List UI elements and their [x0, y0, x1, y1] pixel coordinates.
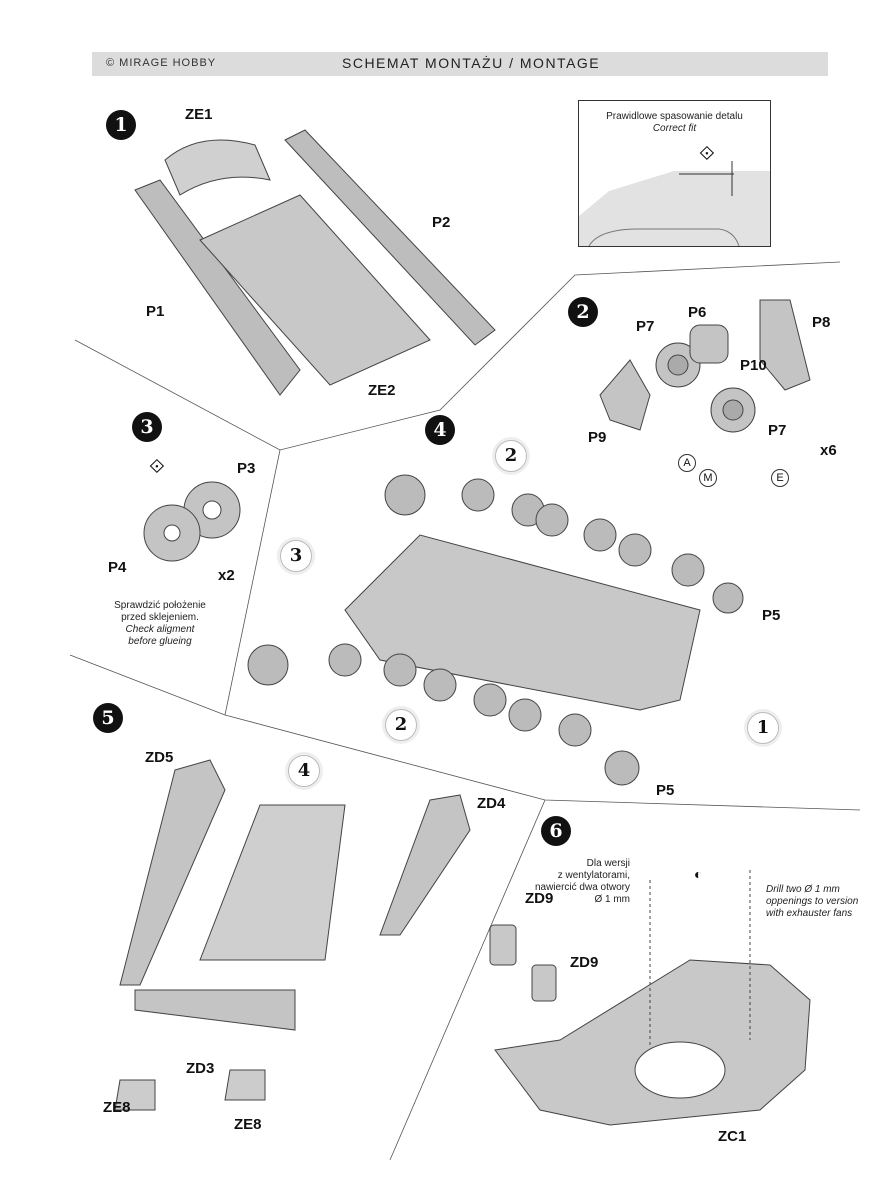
- part-label: P7: [768, 422, 787, 439]
- part-label: ZD5: [145, 749, 174, 766]
- fit-detail-drawing: [579, 161, 770, 246]
- warning-icon: ⟐: [149, 456, 165, 478]
- part-label: P8: [812, 314, 831, 331]
- note-pl: Ø 1 mm: [594, 894, 630, 905]
- fit-title-pl: Prawidlowe spasowanie detalu: [606, 111, 743, 122]
- callout-step4: 4: [288, 755, 320, 787]
- note-pl: Sprawdzić położenie: [114, 600, 206, 611]
- step6-note-en: Drill two Ø 1 mm oppenings to version wi…: [766, 884, 866, 920]
- callout-step2: 2: [385, 709, 417, 741]
- warning-icon: ⟐: [699, 143, 715, 165]
- fit-title-en: Correct fit: [652, 123, 697, 134]
- step-1-badge: 1: [106, 110, 136, 140]
- part-label: P2: [432, 214, 451, 231]
- step-3-badge: 3: [132, 412, 162, 442]
- step3-parts: [143, 481, 241, 562]
- page-header: © MIRAGE HOBBY SCHEMAT MONTAŻU / MONTAGE: [92, 52, 828, 76]
- part-label: P1: [146, 303, 165, 320]
- step2-parts: [599, 299, 811, 433]
- note-en: Drill two Ø 1 mm: [766, 884, 840, 895]
- part-label: ZD3: [186, 1060, 215, 1077]
- marker-a: A: [678, 454, 696, 472]
- step6-parts: [489, 870, 811, 1126]
- marker-e: E: [771, 469, 789, 487]
- note-pl: z wentylatorami,: [557, 870, 630, 881]
- step-6-badge: 6: [541, 816, 571, 846]
- part-label: P3: [237, 460, 256, 477]
- note-en: with exhauster fans: [766, 908, 853, 919]
- note-en: before glueing: [128, 636, 192, 647]
- marker-m: M: [699, 469, 717, 487]
- part-label: ZE8: [234, 1116, 262, 1133]
- step1-parts: [134, 129, 496, 396]
- part-label: P6: [688, 304, 707, 321]
- note-pl: nawiercić dwa otwory: [534, 882, 630, 893]
- part-label: ZE1: [185, 106, 213, 123]
- drill-icon: ◐: [694, 866, 703, 882]
- part-label: P5: [656, 782, 675, 799]
- part-label: P10: [740, 357, 767, 374]
- note-pl: Dla wersji: [586, 858, 630, 869]
- note-en: oppenings to version: [766, 896, 859, 907]
- callout-step3: 3: [280, 540, 312, 572]
- part-label: P9: [588, 429, 607, 446]
- step-4-badge: 4: [425, 415, 455, 445]
- step-2-badge: 2: [568, 297, 598, 327]
- correct-fit-box: Prawidlowe spasowanie detalu Correct fit…: [578, 100, 771, 247]
- step4-parts: [247, 474, 744, 786]
- part-label: P7: [636, 318, 655, 335]
- part-label: ZE8: [103, 1099, 131, 1116]
- step6-note-pl: Dla wersji z wentylatorami, nawiercić dw…: [520, 858, 630, 906]
- step3-note: Sprawdzić położenie przed sklejeniem. Ch…: [95, 600, 225, 648]
- quantity-label: x6: [820, 442, 837, 459]
- part-label: ZD4: [477, 795, 506, 812]
- part-label: ZD9: [525, 890, 554, 907]
- callout-step1: 1: [747, 712, 779, 744]
- brand: © MIRAGE HOBBY: [106, 57, 217, 69]
- part-label: ZE2: [368, 382, 396, 399]
- step5-parts: [114, 759, 471, 1111]
- part-label: ZC1: [718, 1128, 747, 1145]
- part-label: P5: [762, 607, 781, 624]
- page-title: SCHEMAT MONTAŻU / MONTAGE: [342, 55, 601, 71]
- part-label: P4: [108, 559, 127, 576]
- note-pl: przed sklejeniem.: [121, 612, 199, 623]
- step-5-badge: 5: [93, 703, 123, 733]
- note-en: Check aligment: [125, 624, 195, 635]
- callout-step2: 2: [495, 440, 527, 472]
- section-dividers: [69, 261, 861, 1161]
- quantity-label: x2: [218, 567, 235, 584]
- part-label: ZD9: [570, 954, 599, 971]
